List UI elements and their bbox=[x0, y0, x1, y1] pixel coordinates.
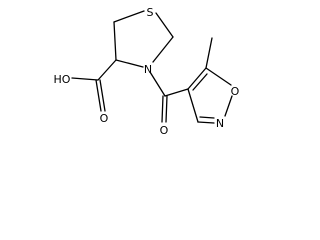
bond-niso-c3iso bbox=[197, 121, 215, 124]
atom-label-ring-nitrogen: N bbox=[144, 63, 152, 76]
bond-n3-c4 bbox=[115, 59, 144, 68]
bond-c5-s1 bbox=[113, 10, 145, 23]
atom-label-acid-hydroxyl: HO bbox=[54, 73, 71, 86]
bond-c4-c5 bbox=[113, 21, 117, 61]
bond-s1-c2 bbox=[155, 12, 174, 38]
amide-carbonyl-group bbox=[149, 71, 189, 123]
atom-label-amide-carbonyl-oxygen: O bbox=[160, 124, 169, 137]
bond-c4-cooh bbox=[97, 59, 117, 81]
bond-n3-camide bbox=[149, 71, 166, 97]
bond-cooh-double-o-a bbox=[95, 79, 102, 112]
bond-c3iso-c4iso bbox=[187, 88, 199, 123]
carboxylic-acid-group bbox=[71, 59, 117, 112]
bond-cooh-oh bbox=[71, 77, 99, 81]
bond-c5iso-methyl bbox=[205, 37, 213, 69]
atom-label-isoxazole-nitrogen: N bbox=[216, 117, 224, 130]
bond-cooh-double-o-b bbox=[99, 79, 106, 112]
bond-c2-n3 bbox=[152, 36, 174, 63]
atom-label-sulfur: S bbox=[147, 6, 154, 19]
bond-camide-c4iso bbox=[164, 88, 189, 97]
bond-o-niso bbox=[224, 95, 233, 117]
thiazolidine-ring bbox=[113, 10, 174, 68]
atom-label-isoxazole-oxygen: O bbox=[231, 85, 240, 98]
bond-c4iso-c5iso-inner bbox=[192, 73, 208, 91]
bond-camide-double-o-a bbox=[161, 95, 164, 123]
bond-c5iso-o bbox=[205, 67, 232, 86]
bond-camide-double-o-b bbox=[165, 95, 168, 123]
chemical-structure: S N HO O O O N bbox=[54, 6, 240, 137]
bond-c4iso-c5iso bbox=[187, 67, 207, 90]
atom-label-acid-carbonyl-oxygen: O bbox=[100, 112, 109, 125]
bond-niso-c3iso-inner bbox=[199, 116, 215, 119]
isoxazole-ring bbox=[187, 37, 233, 124]
